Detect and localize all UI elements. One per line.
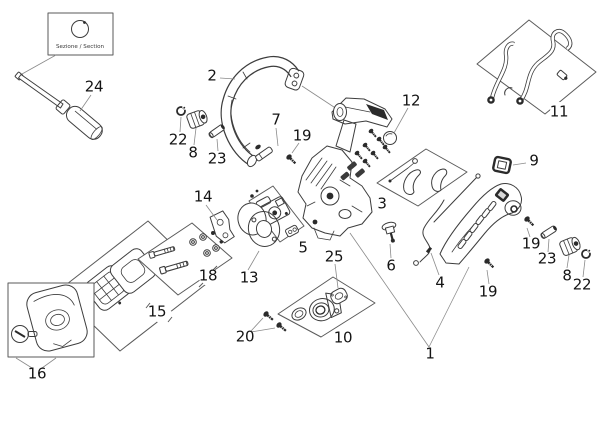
- snap-ring-22-right: [581, 248, 592, 259]
- main-housing: [297, 97, 393, 241]
- plate-13: [237, 202, 281, 271]
- screwdriver-24: [14, 71, 103, 140]
- screw-19-bottom: [482, 256, 496, 270]
- filter-cover-box-16: [7, 282, 95, 369]
- throttle-trigger: [403, 169, 421, 195]
- bracket-14: [205, 204, 235, 244]
- rear-handle: [413, 173, 522, 276]
- section-circle-icon: [71, 20, 89, 38]
- carburetor-box-5: [248, 185, 305, 243]
- front-handle-2: [219, 55, 344, 168]
- section-box: Sezione / Section: [21, 12, 114, 75]
- leader-1: [349, 232, 470, 348]
- switch-detail: [495, 188, 509, 202]
- throttle-wire-4: [419, 199, 445, 263]
- clamp-7: [255, 127, 279, 162]
- trigger-box-3: [376, 148, 468, 207]
- valve-6: [381, 221, 397, 259]
- screw-19-left: [284, 142, 300, 166]
- hardware-box-18: [137, 222, 233, 296]
- bushing-8: [185, 108, 210, 130]
- snap-ring-22: [176, 105, 187, 116]
- hose-kit-box-11: [476, 19, 597, 120]
- choke-knob: [11, 325, 38, 343]
- intake-box-10: [277, 276, 376, 338]
- safety-lever: [431, 168, 448, 192]
- handle-fasteners-left: [176, 105, 227, 152]
- fasteners-right: [482, 214, 592, 285]
- handle-end-fitting: [284, 67, 305, 91]
- filter-cover: [26, 284, 88, 352]
- section-box-label: Sezione / Section: [56, 44, 105, 50]
- bushing-8-right: [558, 234, 583, 257]
- gasket-25: [330, 263, 348, 305]
- hose-fitting: [556, 69, 568, 81]
- pin-23: [207, 123, 227, 140]
- grommet-9: [492, 155, 527, 175]
- carburetor: [253, 196, 291, 228]
- screw-19-right: [522, 214, 536, 228]
- knob-12: [383, 107, 409, 145]
- pin-23-right: [539, 224, 559, 240]
- screws-20: [250, 309, 289, 334]
